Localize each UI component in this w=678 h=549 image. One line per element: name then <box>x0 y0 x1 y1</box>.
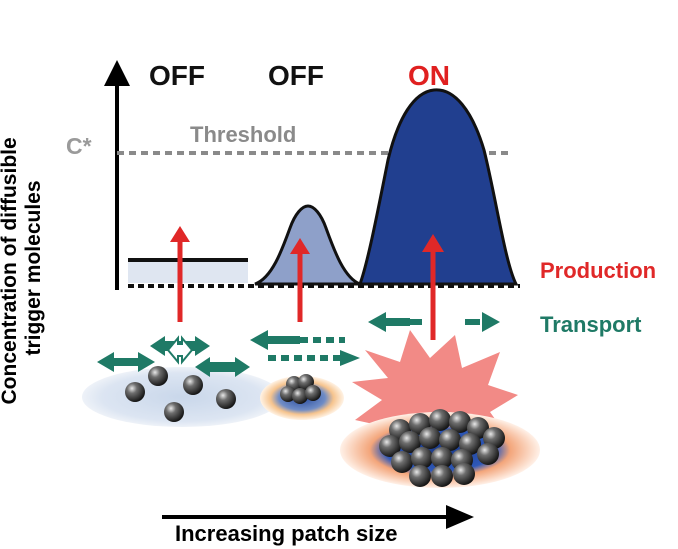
small-patch-cells <box>125 366 236 422</box>
cell <box>379 435 401 457</box>
y-axis-label: Concentration of diffusible trigger mole… <box>0 132 45 405</box>
production-arrow-small-head <box>170 226 190 242</box>
threshold-label: Threshold <box>190 122 296 147</box>
cell <box>292 388 308 404</box>
cell <box>305 385 321 401</box>
small-patch-disc <box>82 367 282 427</box>
state-label-small: OFF <box>149 60 205 91</box>
cell <box>391 451 413 473</box>
medium-patch-cells <box>280 374 321 404</box>
large-patch-cells <box>379 409 505 487</box>
cell <box>183 375 203 395</box>
cell <box>431 465 453 487</box>
threshold-symbol: C* <box>66 133 92 159</box>
cell <box>453 463 475 485</box>
cell <box>216 389 236 409</box>
legend-production: Production <box>540 258 656 283</box>
cell <box>411 447 433 469</box>
small-patch-level <box>128 261 248 283</box>
cell <box>125 382 145 402</box>
cell <box>164 402 184 422</box>
transport-arrows-medium <box>250 330 360 366</box>
cell <box>148 366 168 386</box>
medium-patch-peak <box>254 204 361 286</box>
x-axis-label: Increasing patch size <box>175 521 398 546</box>
large-patch-peak <box>357 88 519 286</box>
cell <box>431 447 453 469</box>
x-axis-arrowhead <box>446 505 474 529</box>
cell <box>429 409 451 431</box>
transport-arrows-large <box>368 312 500 332</box>
cell <box>409 465 431 487</box>
production-arrow-medium-head <box>290 238 310 254</box>
transport-arrows-small <box>97 335 250 377</box>
cell <box>439 429 461 451</box>
cell <box>477 443 499 465</box>
cell <box>399 431 421 453</box>
production-arrow-large-head <box>422 234 444 252</box>
cell <box>449 411 471 433</box>
legend-transport: Transport <box>540 312 642 337</box>
state-label-medium: OFF <box>268 60 324 91</box>
cell <box>419 427 441 449</box>
state-label-large: ON <box>408 60 450 91</box>
y-axis-arrowhead <box>104 60 130 86</box>
cell <box>280 386 296 402</box>
